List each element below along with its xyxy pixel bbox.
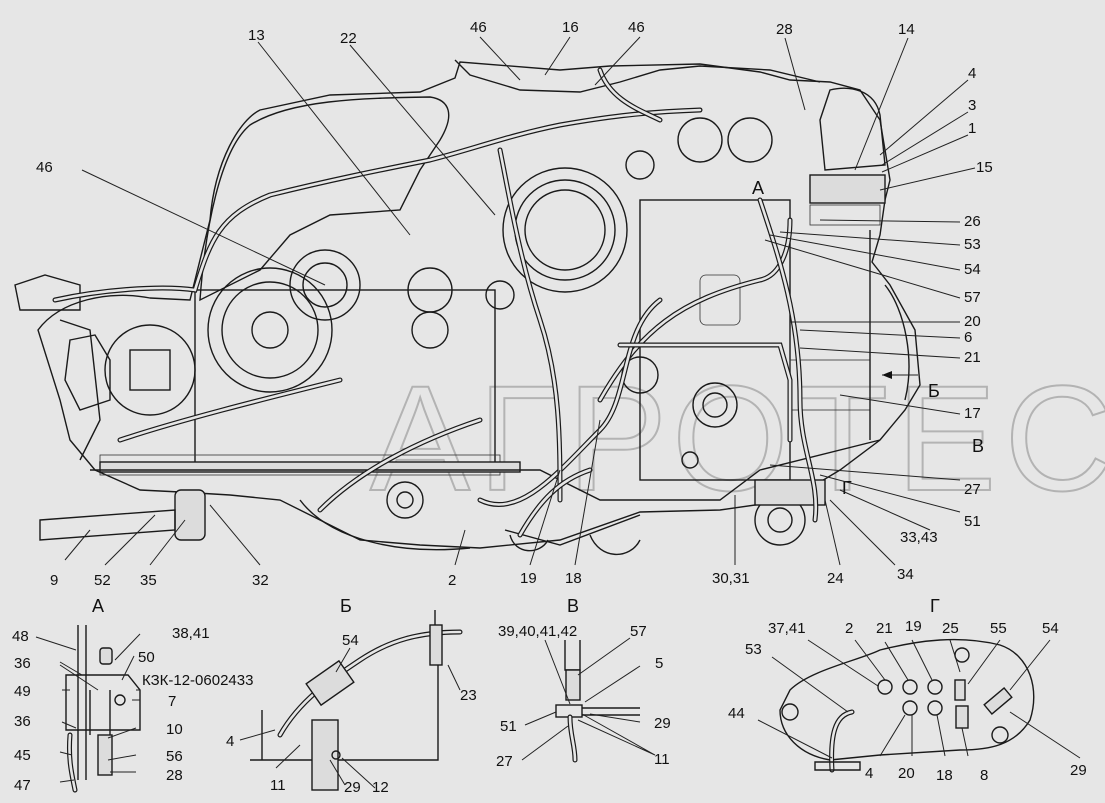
label-3: 3 xyxy=(968,97,976,114)
view-a-label-36: 36 xyxy=(14,655,31,672)
view-g-label-25: 25 xyxy=(942,620,959,637)
svg-text:АГРОТЕС: АГРОТЕС xyxy=(370,354,1105,522)
label-26: 26 xyxy=(964,213,981,230)
view-g-label-29: 29 xyxy=(1070,762,1087,779)
watermark-logo: АГРОТЕС xyxy=(369,353,1105,523)
view-v: В 39,40,41,42 57 5 51 29 27 11 xyxy=(496,596,671,770)
view-g-title: Г xyxy=(930,596,940,616)
pulleys xyxy=(104,117,826,546)
view-a-label-47: 47 xyxy=(14,777,31,794)
view-g-label-20: 20 xyxy=(898,765,915,782)
label-35: 35 xyxy=(140,572,157,589)
view-b-label-4: 4 xyxy=(226,733,234,750)
label-34: 34 xyxy=(897,566,914,583)
view-g: Г 37,41 2 21 19 25 55 54 53 44 4 20 18 8… xyxy=(728,596,1087,784)
view-a-label-45: 45 xyxy=(14,747,31,764)
view-v-label-57: 57 xyxy=(630,623,647,640)
view-g-label-8: 8 xyxy=(980,767,988,784)
view-g-label-2: 2 xyxy=(845,620,853,637)
hydraulic-hoses xyxy=(52,67,819,538)
view-a-label-49: 49 xyxy=(14,683,31,700)
label-51: 51 xyxy=(964,513,981,530)
view-v-title: В xyxy=(567,596,579,616)
label-46: 46 xyxy=(628,19,645,36)
view-v-label-39-42: 39,40,41,42 xyxy=(498,623,577,640)
view-a-title: А xyxy=(92,596,104,616)
label-54: 54 xyxy=(964,261,981,278)
label-9: 9 xyxy=(50,572,58,589)
label-27: 27 xyxy=(964,481,981,498)
view-b-label-54: 54 xyxy=(342,632,359,649)
view-b-label-11: 11 xyxy=(270,777,286,794)
view-v-label-27: 27 xyxy=(496,753,513,770)
label-2: 2 xyxy=(448,572,456,589)
label-57: 57 xyxy=(964,289,981,306)
label-53: 53 xyxy=(964,236,981,253)
label-32: 32 xyxy=(252,572,269,589)
label-19: 19 xyxy=(520,570,537,587)
view-v-label-5: 5 xyxy=(655,655,663,672)
label-33-43: 33,43 xyxy=(900,529,938,546)
view-g-label-53: 53 xyxy=(745,641,762,658)
label-52: 52 xyxy=(94,572,111,589)
view-g-label-54: 54 xyxy=(1042,620,1059,637)
view-g-label-44: 44 xyxy=(728,705,745,722)
label-16: 16 xyxy=(562,19,579,36)
view-a-label-36: 36 xyxy=(14,713,31,730)
view-b-title: Б xyxy=(340,596,352,616)
label-20: 20 xyxy=(964,313,981,330)
view-g-label-19: 19 xyxy=(905,618,922,635)
marker-view-b: Б xyxy=(928,381,940,401)
marker-view-v: В xyxy=(972,436,984,456)
main-view-markers: А Б В Г xyxy=(752,178,984,498)
main-labels: 13 22 46 16 46 28 14 4 3 1 15 46 26 53 5… xyxy=(36,19,993,589)
marker-view-a: А xyxy=(752,178,764,198)
label-4: 4 xyxy=(968,65,976,82)
view-a-label-kzk: КЗК-12-0602433 xyxy=(142,672,253,689)
view-a-label-38-41: 38,41 xyxy=(172,625,210,642)
left-arm xyxy=(14,274,176,541)
view-a-label-48: 48 xyxy=(12,628,29,645)
marker-view-g: Г xyxy=(842,478,852,498)
label-18: 18 xyxy=(565,570,582,587)
view-g-label-4: 4 xyxy=(865,765,873,782)
arrow-icon xyxy=(882,371,892,379)
view-g-label-37-41: 37,41 xyxy=(768,620,806,637)
label-13: 13 xyxy=(248,27,265,44)
view-b: Б 54 23 4 11 29 12 xyxy=(226,596,477,796)
view-g-label-55: 55 xyxy=(990,620,1007,637)
label-46: 46 xyxy=(470,19,487,36)
leader-lines xyxy=(64,36,976,566)
view-v-label-29: 29 xyxy=(654,715,671,732)
label-28: 28 xyxy=(776,21,793,38)
label-14: 14 xyxy=(898,21,915,38)
view-g-label-21: 21 xyxy=(876,620,893,637)
view-a-label-56: 56 xyxy=(166,748,183,765)
label-22: 22 xyxy=(340,30,357,47)
view-b-label-29: 29 xyxy=(344,779,361,796)
label-30-31: 30,31 xyxy=(712,570,750,587)
label-1: 1 xyxy=(968,120,976,137)
label-21: 21 xyxy=(964,349,981,366)
view-a: А 48 38,41 36 50 КЗК-12-0602433 49 7 36 … xyxy=(12,596,253,794)
view-g-label-18: 18 xyxy=(936,767,953,784)
view-a-label-28: 28 xyxy=(166,767,183,784)
view-b-label-12: 12 xyxy=(372,779,389,796)
label-24: 24 xyxy=(827,570,844,587)
view-a-label-10: 10 xyxy=(166,721,183,738)
label-17: 17 xyxy=(964,405,981,422)
view-v-label-11: 11 xyxy=(654,751,670,768)
label-15: 15 xyxy=(976,159,993,176)
view-b-label-23: 23 xyxy=(460,687,477,704)
label-46: 46 xyxy=(36,159,53,176)
label-6: 6 xyxy=(964,329,972,346)
view-v-label-51: 51 xyxy=(500,718,517,735)
view-a-label-7: 7 xyxy=(168,693,176,710)
view-a-label-50: 50 xyxy=(138,649,155,666)
